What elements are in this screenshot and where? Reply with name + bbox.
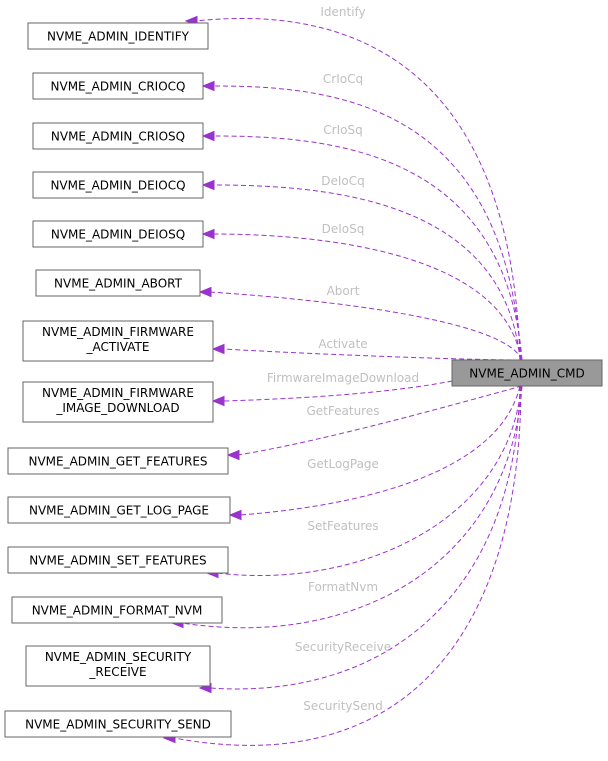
edge-label-identify: Identify: [320, 5, 365, 19]
node-label: NVME_ADMIN_SECURITY_SEND: [25, 718, 211, 732]
node-box: [32, 122, 204, 150]
arrowhead-criocq: [201, 80, 215, 92]
edge-label-activate: Activate: [318, 337, 367, 351]
node-box: [27, 22, 209, 50]
node-label-line-1: NVME_ADMIN_FIRMWARE: [42, 386, 194, 400]
arrowhead-deiosq: [201, 228, 215, 240]
node-firmwareimagedownload[interactable]: NVME_ADMIN_FIRMWARE_IMAGE_DOWNLOAD: [22, 381, 214, 423]
node-criocq[interactable]: NVME_ADMIN_CRIOCQ: [32, 72, 204, 100]
arrowhead-criosq: [201, 130, 215, 142]
node-formatnvm[interactable]: NVME_ADMIN_FORMAT_NVM: [11, 596, 223, 624]
edge-label-securityreceive: SecurityReceive: [295, 640, 391, 654]
edge-getlogpage: [239, 385, 521, 516]
edge-criocq: [212, 85, 522, 361]
arrowhead-activate: [211, 343, 225, 355]
edge-setfeatures: [216, 385, 522, 576]
node-identify[interactable]: NVME_ADMIN_IDENTIFY: [27, 22, 209, 50]
edge-securityreceive: [209, 385, 521, 690]
node-label-line-1: NVME_ADMIN_SECURITY: [45, 650, 192, 664]
edge-label-deiosq: DeIoSq: [322, 222, 365, 236]
node-label-line-2: _RECEIVE: [88, 665, 146, 679]
edge-label-getlogpage: GetLogPage: [307, 457, 379, 471]
node-label: NVME_ADMIN_CRIOCQ: [51, 80, 186, 94]
edge-deiocq: [212, 184, 521, 361]
edge-label-getfeatures: GetFeatures: [307, 404, 380, 418]
arrowhead-firmwareimagedownload: [211, 395, 225, 407]
node-box: [7, 546, 229, 574]
node-securityreceive[interactable]: NVME_ADMIN_SECURITY_RECEIVE: [25, 645, 211, 687]
node-criosq[interactable]: NVME_ADMIN_CRIOSQ: [32, 122, 204, 150]
edge-abort: [209, 291, 523, 361]
edge-label-setfeatures: SetFeatures: [307, 519, 378, 533]
node-box: [32, 220, 204, 248]
node-box: [4, 710, 232, 738]
edge-activate: [222, 348, 521, 361]
center-node-label: NVME_ADMIN_CMD: [469, 367, 584, 381]
arrowhead-getfeatures: [226, 449, 240, 461]
edge-formatnvm: [181, 385, 523, 629]
edge-label-firmwareimagedownload: FirmwareImageDownload: [267, 371, 419, 385]
node-box: [32, 72, 204, 100]
node-activate[interactable]: NVME_ADMIN_FIRMWARE_ACTIVATE: [22, 320, 214, 362]
edge-label-formatnvm: FormatNvm: [308, 580, 378, 594]
node-deiosq[interactable]: NVME_ADMIN_DEIOSQ: [32, 220, 204, 248]
node-box: [7, 447, 229, 475]
node-label: NVME_ADMIN_SET_FEATURES: [29, 554, 206, 568]
node-label-line-2: _ACTIVATE: [86, 340, 150, 354]
node-setfeatures[interactable]: NVME_ADMIN_SET_FEATURES: [7, 546, 229, 574]
node-deiocq[interactable]: NVME_ADMIN_DEIOCQ: [32, 171, 204, 199]
node-abort[interactable]: NVME_ADMIN_ABORT: [35, 269, 201, 297]
edge-label-criocq: CrIoCq: [323, 72, 363, 86]
node-nvme-admin-cmd[interactable]: NVME_ADMIN_CMD: [451, 359, 603, 387]
node-box: [22, 320, 214, 362]
edge-getfeatures: [237, 385, 523, 456]
node-box: [11, 596, 223, 624]
node-getlogpage[interactable]: NVME_ADMIN_GET_LOG_PAGE: [7, 496, 231, 524]
node-label-line-2: _IMAGE_DOWNLOAD: [55, 401, 179, 415]
node-label: NVME_ADMIN_CRIOSQ: [51, 130, 185, 144]
arrowhead-deiocq: [201, 179, 215, 191]
node-box: [7, 496, 231, 524]
edge-label-abort: Abort: [327, 284, 360, 298]
arrowhead-abort: [198, 286, 212, 298]
edge-label-criosq: CrIoSq: [323, 123, 362, 137]
center-node-box: [451, 359, 603, 387]
node-label: NVME_ADMIN_DEIOCQ: [50, 179, 185, 193]
node-securitysend[interactable]: NVME_ADMIN_SECURITY_SEND: [4, 710, 232, 738]
node-getfeatures[interactable]: NVME_ADMIN_GET_FEATURES: [7, 447, 229, 475]
node-label-line-1: NVME_ADMIN_FIRMWARE: [42, 325, 194, 339]
node-box: [25, 645, 211, 687]
edge-securitysend: [173, 385, 522, 746]
edge-criosq: [212, 135, 523, 361]
node-box: [35, 269, 201, 297]
edge-label-deiocq: DeIoCq: [321, 174, 365, 188]
node-label: NVME_ADMIN_DEIOSQ: [51, 228, 185, 242]
node-label: NVME_ADMIN_IDENTIFY: [47, 30, 190, 44]
node-label: NVME_ADMIN_ABORT: [54, 277, 183, 291]
node-box: [32, 171, 204, 199]
node-label: NVME_ADMIN_FORMAT_NVM: [32, 604, 203, 618]
edge-identify: [195, 18, 521, 361]
edge-label-securitysend: SecuritySend: [303, 699, 383, 713]
arrowhead-getlogpage: [228, 509, 242, 521]
edge-deiosq: [212, 233, 522, 361]
node-box: [22, 381, 214, 423]
node-label: NVME_ADMIN_GET_LOG_PAGE: [29, 504, 209, 518]
node-label: NVME_ADMIN_GET_FEATURES: [28, 455, 207, 469]
